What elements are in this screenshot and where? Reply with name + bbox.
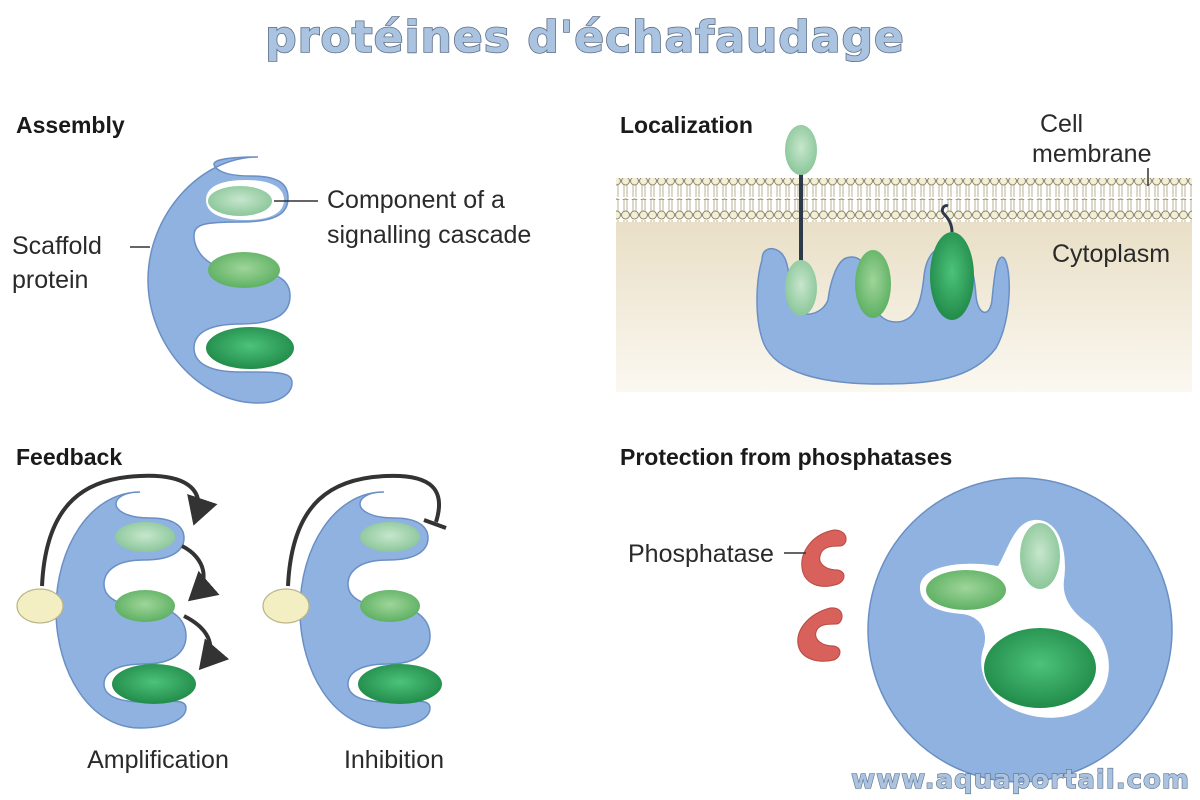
curved-arrow-icon (181, 544, 220, 602)
curved-arrow-icon (40, 473, 218, 587)
ligand-amplification (16, 588, 64, 624)
phosphatase-lower (797, 607, 843, 662)
component-mid (208, 252, 280, 288)
component-dark-membrane (930, 232, 974, 320)
ligand-inhibition (262, 588, 310, 624)
component-light-amp (115, 522, 175, 552)
scaffold-label-line2: protein (12, 266, 88, 294)
membrane-inner-leaflet (616, 200, 1192, 222)
lipid-anchor (940, 204, 954, 233)
localization-heading: Localization (620, 112, 753, 138)
component-light-membrane (785, 260, 817, 316)
assembly-heading: Assembly (16, 112, 125, 138)
component-dark-amp (112, 664, 196, 704)
inhibition-label: Inhibition (344, 746, 444, 774)
protection-heading: Protection from phosphatases (620, 444, 952, 470)
component-mid-protected (926, 570, 1006, 610)
component-extracellular (785, 125, 817, 175)
phosphatase-upper (801, 529, 847, 587)
feedback-heading: Feedback (16, 444, 122, 470)
component-mid-inh (360, 590, 420, 622)
watermark: www.aquaportail.com (851, 765, 1190, 795)
component-dark-inh (358, 664, 442, 704)
assembly-panel: Assembly Scaffold protein Component of a… (12, 112, 531, 404)
feedback-panel: Feedback Amplification Inhibition (16, 444, 447, 774)
component-label-line2: signalling cascade (327, 221, 531, 249)
membrane-outer-leaflet (616, 178, 1192, 200)
component-mid-amp (115, 590, 175, 622)
component-light-protected (1020, 523, 1060, 589)
component-light (208, 186, 272, 216)
scaffold-label: Scaffold (12, 232, 102, 260)
component-label: Component of a (327, 186, 505, 214)
component-dark-protected (984, 628, 1096, 708)
component-mid-membrane (855, 250, 891, 318)
localization-panel: Localization Cell membrane Cytoplasm (616, 110, 1192, 392)
component-dark (206, 327, 294, 369)
amplification-label: Amplification (87, 746, 229, 774)
membrane-label: Cell (1040, 110, 1083, 138)
page-title: protéines d'échafaudage (265, 12, 905, 63)
t-bar-icon (423, 518, 447, 530)
curved-arrow-icon (183, 614, 230, 671)
protection-panel: Protection from phosphatases Phosphatase (620, 444, 1173, 783)
t-bar-icon (286, 473, 442, 587)
membrane-label-line2: membrane (1032, 140, 1152, 168)
phosphatase-label: Phosphatase (628, 540, 774, 568)
component-light-inh (360, 522, 420, 552)
cytoplasm-label: Cytoplasm (1052, 240, 1170, 268)
